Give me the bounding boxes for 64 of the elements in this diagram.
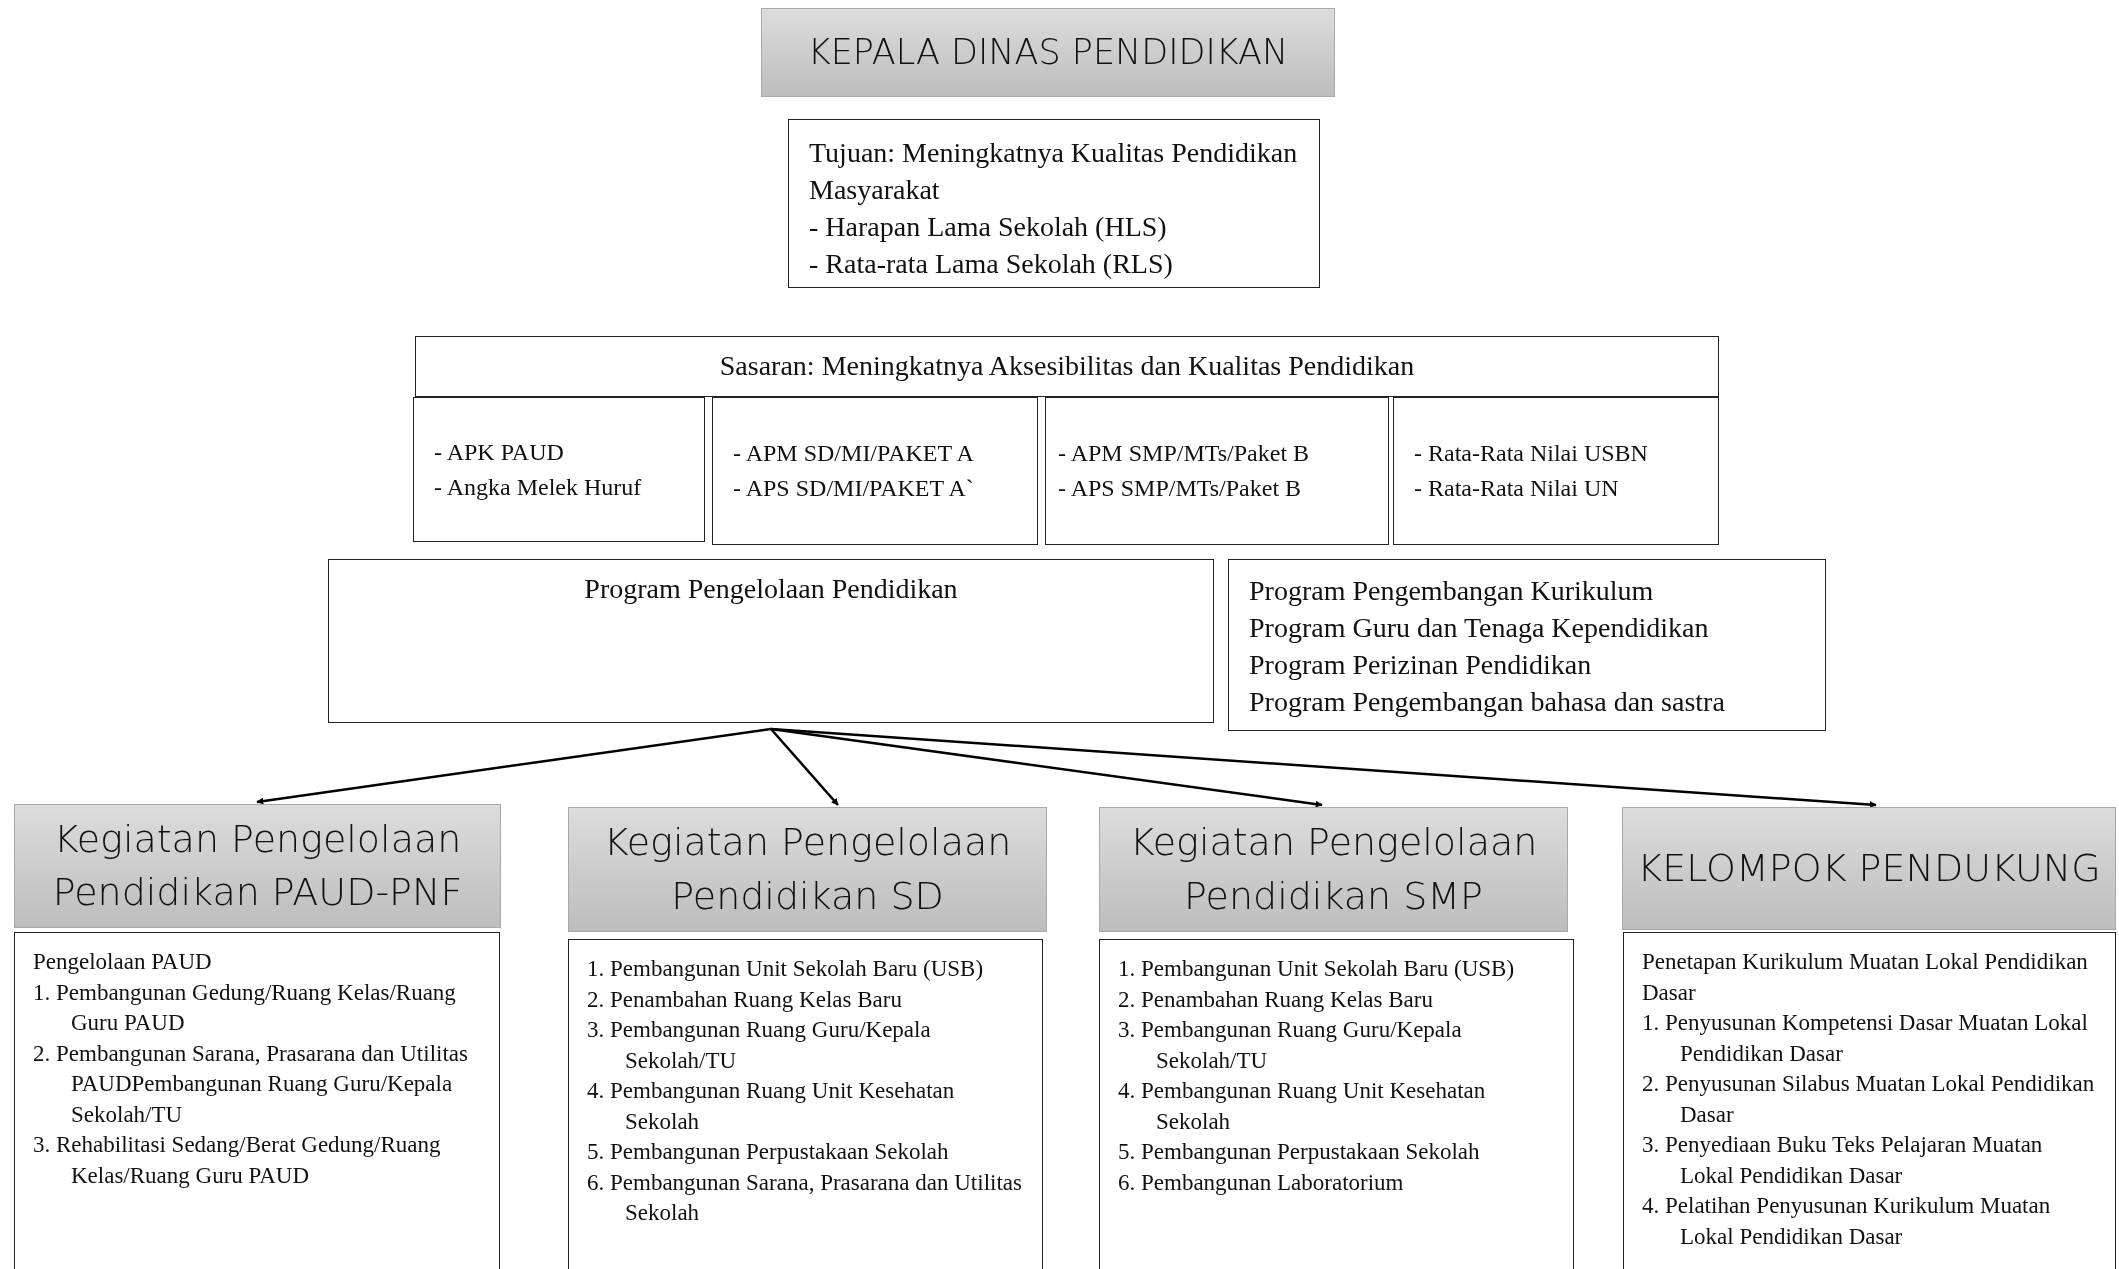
program-box (328, 559, 1214, 723)
node-text: Kegiatan Pengelolaan Pendidikan SMP (1128, 819, 1539, 920)
node-text: 4. Pembangunan Ruang Unit Kesehatan Sekolah (1118, 1077, 1487, 1136)
node-text: Program Pengembangan bahasa dan sastra (1249, 685, 1726, 719)
header-box (1099, 807, 1568, 932)
node-text: - APK PAUD (434, 437, 565, 467)
arrow (256, 727, 772, 805)
activity-box (1099, 939, 1574, 1269)
arrow (770, 728, 839, 806)
indicator-box (1045, 397, 1389, 545)
target-box (415, 336, 1719, 397)
program-box (1228, 559, 1826, 731)
indicator-box (413, 397, 705, 542)
activity-box (568, 939, 1043, 1269)
node-text: - Rata-rata Lama Sekolah (RLS) (809, 247, 1174, 281)
node-text: Sasaran: Meningkatnya Aksesibilitas dan Kualitas Pendidikan (718, 349, 1416, 383)
node-text: KELOMPOK PENDUKUNG (1637, 844, 2101, 892)
arrow (770, 727, 1877, 809)
node-text: 2. Penambahan Ruang Kelas Baru (1118, 985, 1434, 1014)
node-text: - Rata-Rata Nilai UN (1414, 474, 1620, 503)
node-text: - APS SD/MI/PAKET A` (733, 474, 975, 503)
node-text: 2. Pembangunan Sarana, Prasarana dan Utilitas PAUDPembangunan Ruang Guru/Kepala Sekolah/TU (33, 1039, 469, 1129)
goal-box (788, 119, 1320, 288)
header-box (14, 804, 501, 928)
title-box (761, 8, 1335, 97)
indicator-box (712, 397, 1038, 545)
node-text: 4. Pelatihan Penyusunan Kurikulum Muatan Lokal Pendidikan Dasar (1642, 1192, 2052, 1251)
node-text: 6. Pembangunan Laboratorium (1118, 1168, 1405, 1197)
node-text: Kegiatan Pengelolaan Pendidikan PAUD-PNF (51, 815, 464, 916)
node-text: Penetapan Kurikulum Muatan Lokal Pendidikan Dasar (1642, 948, 2089, 1007)
node-text: - Harapan Lama Sekolah (HLS) (809, 210, 1168, 244)
node-text: 3. Penyediaan Buku Teks Pelajaran Muatan Lokal Pendidikan Dasar (1642, 1131, 2044, 1190)
indicator-box (1393, 397, 1719, 545)
activity-box (14, 932, 500, 1269)
node-text: - Rata-Rata Nilai USBN (1414, 439, 1649, 468)
activity-box (1623, 932, 2116, 1269)
node-text: 1. Pembangunan Gedung/Ruang Kelas/Ruang Guru PAUD (33, 978, 457, 1037)
node-text: 4. Pembangunan Ruang Unit Kesehatan Sekolah (587, 1077, 956, 1136)
node-text: Program Guru dan Tenaga Kependidikan (1249, 611, 1710, 645)
node-text: - APM SD/MI/PAKET A (733, 439, 975, 468)
header-box (1622, 807, 2116, 930)
node-text: 1. Pembangunan Unit Sekolah Baru (USB) (1118, 955, 1516, 983)
node-text: Program Perizinan Pendidikan (1249, 648, 1593, 682)
node-text: 1. Penyusunan Kompetensi Dasar Muatan Lokal Pendidikan Dasar (1642, 1009, 2089, 1068)
node-text: 6. Pembangunan Sarana, Prasarana dan Utilitas Sekolah (587, 1168, 1023, 1227)
header-box (568, 807, 1047, 932)
node-text: Kegiatan Pengelolaan Pendidikan SD (602, 819, 1013, 920)
node-text: - Angka Melek Huruf (434, 472, 643, 502)
node-text: Pengelolaan PAUD (33, 948, 213, 976)
node-text: 2. Penambahan Ruang Kelas Baru (587, 985, 903, 1014)
node-text: 5. Pembangunan Perpustakaan Sekolah (587, 1138, 950, 1166)
node-text: Tujuan: Meningkatnya Kualitas Pendidikan Masyarakat (809, 136, 1299, 207)
node-text: 5. Pembangunan Perpustakaan Sekolah (1118, 1138, 1481, 1166)
node-text: 2. Penyusunan Silabus Muatan Lokal Pendidikan Dasar (1642, 1070, 2096, 1129)
node-text: KEPALA DINAS PENDIDIKAN (807, 31, 1289, 74)
node-text: Program Pengembangan Kurikulum (1249, 574, 1655, 608)
node-text: 3. Rehabilitasi Sedang/Berat Gedung/Ruang Kelas/Ruang Guru PAUD (33, 1131, 442, 1190)
node-text: - APM SMP/MTs/Paket B (1058, 439, 1311, 468)
arrow (770, 727, 1323, 808)
node-text: 3. Pembangunan Ruang Guru/Kepala Sekolah/TU (1118, 1016, 1463, 1075)
node-text: 1. Pembangunan Unit Sekolah Baru (USB) (587, 955, 985, 983)
node-text: Program Pengelolaan Pendidikan (583, 572, 959, 606)
node-text: - APS SMP/MTs/Paket B (1058, 474, 1303, 503)
node-text: 3. Pembangunan Ruang Guru/Kepala Sekolah/TU (587, 1016, 932, 1075)
